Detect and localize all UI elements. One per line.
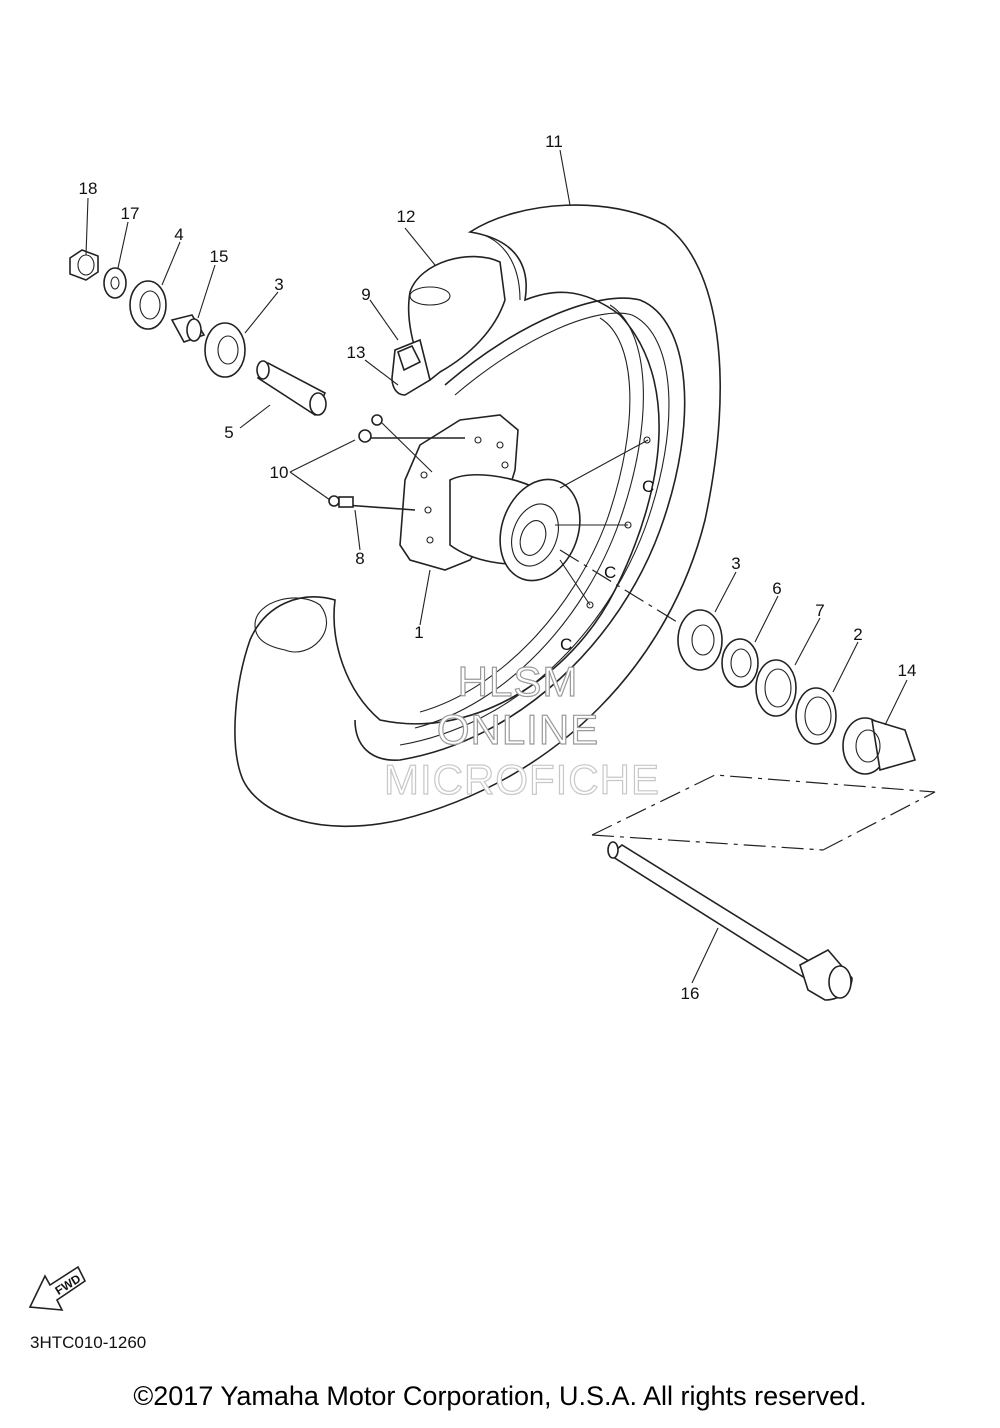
spokes bbox=[328, 414, 649, 606]
drawing-code: 3HTC010-1260 bbox=[30, 1333, 146, 1352]
callout-17: 17 bbox=[121, 204, 140, 223]
callout-9: 9 bbox=[361, 285, 370, 304]
hub bbox=[399, 414, 581, 582]
fwd-arrow-icon: FWD bbox=[28, 1265, 87, 1311]
watermark-line-3: MICROFICHE bbox=[384, 756, 660, 803]
left-parts bbox=[69, 249, 327, 417]
tube bbox=[391, 255, 506, 396]
callout-3-right: 3 bbox=[731, 554, 740, 573]
svg-text:C: C bbox=[642, 477, 654, 496]
watermark-line-2: ONLINE bbox=[437, 706, 599, 753]
callout-1: 1 bbox=[414, 623, 423, 642]
watermark: HLSM ONLINE MICROFICHE bbox=[383, 657, 660, 803]
svg-text:C: C bbox=[604, 563, 616, 582]
callout-13: 13 bbox=[347, 343, 366, 362]
callout-12: 12 bbox=[397, 207, 416, 226]
watermark-line-1: HLSM bbox=[458, 658, 579, 705]
callout-5: 5 bbox=[224, 423, 233, 442]
callout-2: 2 bbox=[853, 625, 862, 644]
callout-8: 8 bbox=[355, 549, 364, 568]
callout-6: 6 bbox=[772, 579, 781, 598]
callout-4: 4 bbox=[174, 225, 183, 244]
tire bbox=[234, 204, 721, 828]
right-parts bbox=[559, 549, 936, 1001]
callout-labels: 11 12 9 13 18 17 4 15 3 5 10 8 1 3 6 7 2… bbox=[79, 132, 917, 1003]
leader-lines bbox=[85, 149, 908, 984]
callout-11: 11 bbox=[545, 132, 563, 151]
copyright: ©2017 Yamaha Motor Corporation, U.S.A. A… bbox=[133, 1381, 866, 1411]
callout-16: 16 bbox=[681, 984, 700, 1003]
callout-18: 18 bbox=[79, 179, 98, 198]
callout-15: 15 bbox=[210, 247, 229, 266]
callout-14: 14 bbox=[898, 661, 917, 680]
svg-text:C: C bbox=[560, 635, 572, 654]
rim: C C C bbox=[354, 297, 686, 761]
callout-10: 10 bbox=[270, 463, 289, 482]
callout-3: 3 bbox=[274, 275, 283, 294]
callout-7: 7 bbox=[815, 601, 824, 620]
